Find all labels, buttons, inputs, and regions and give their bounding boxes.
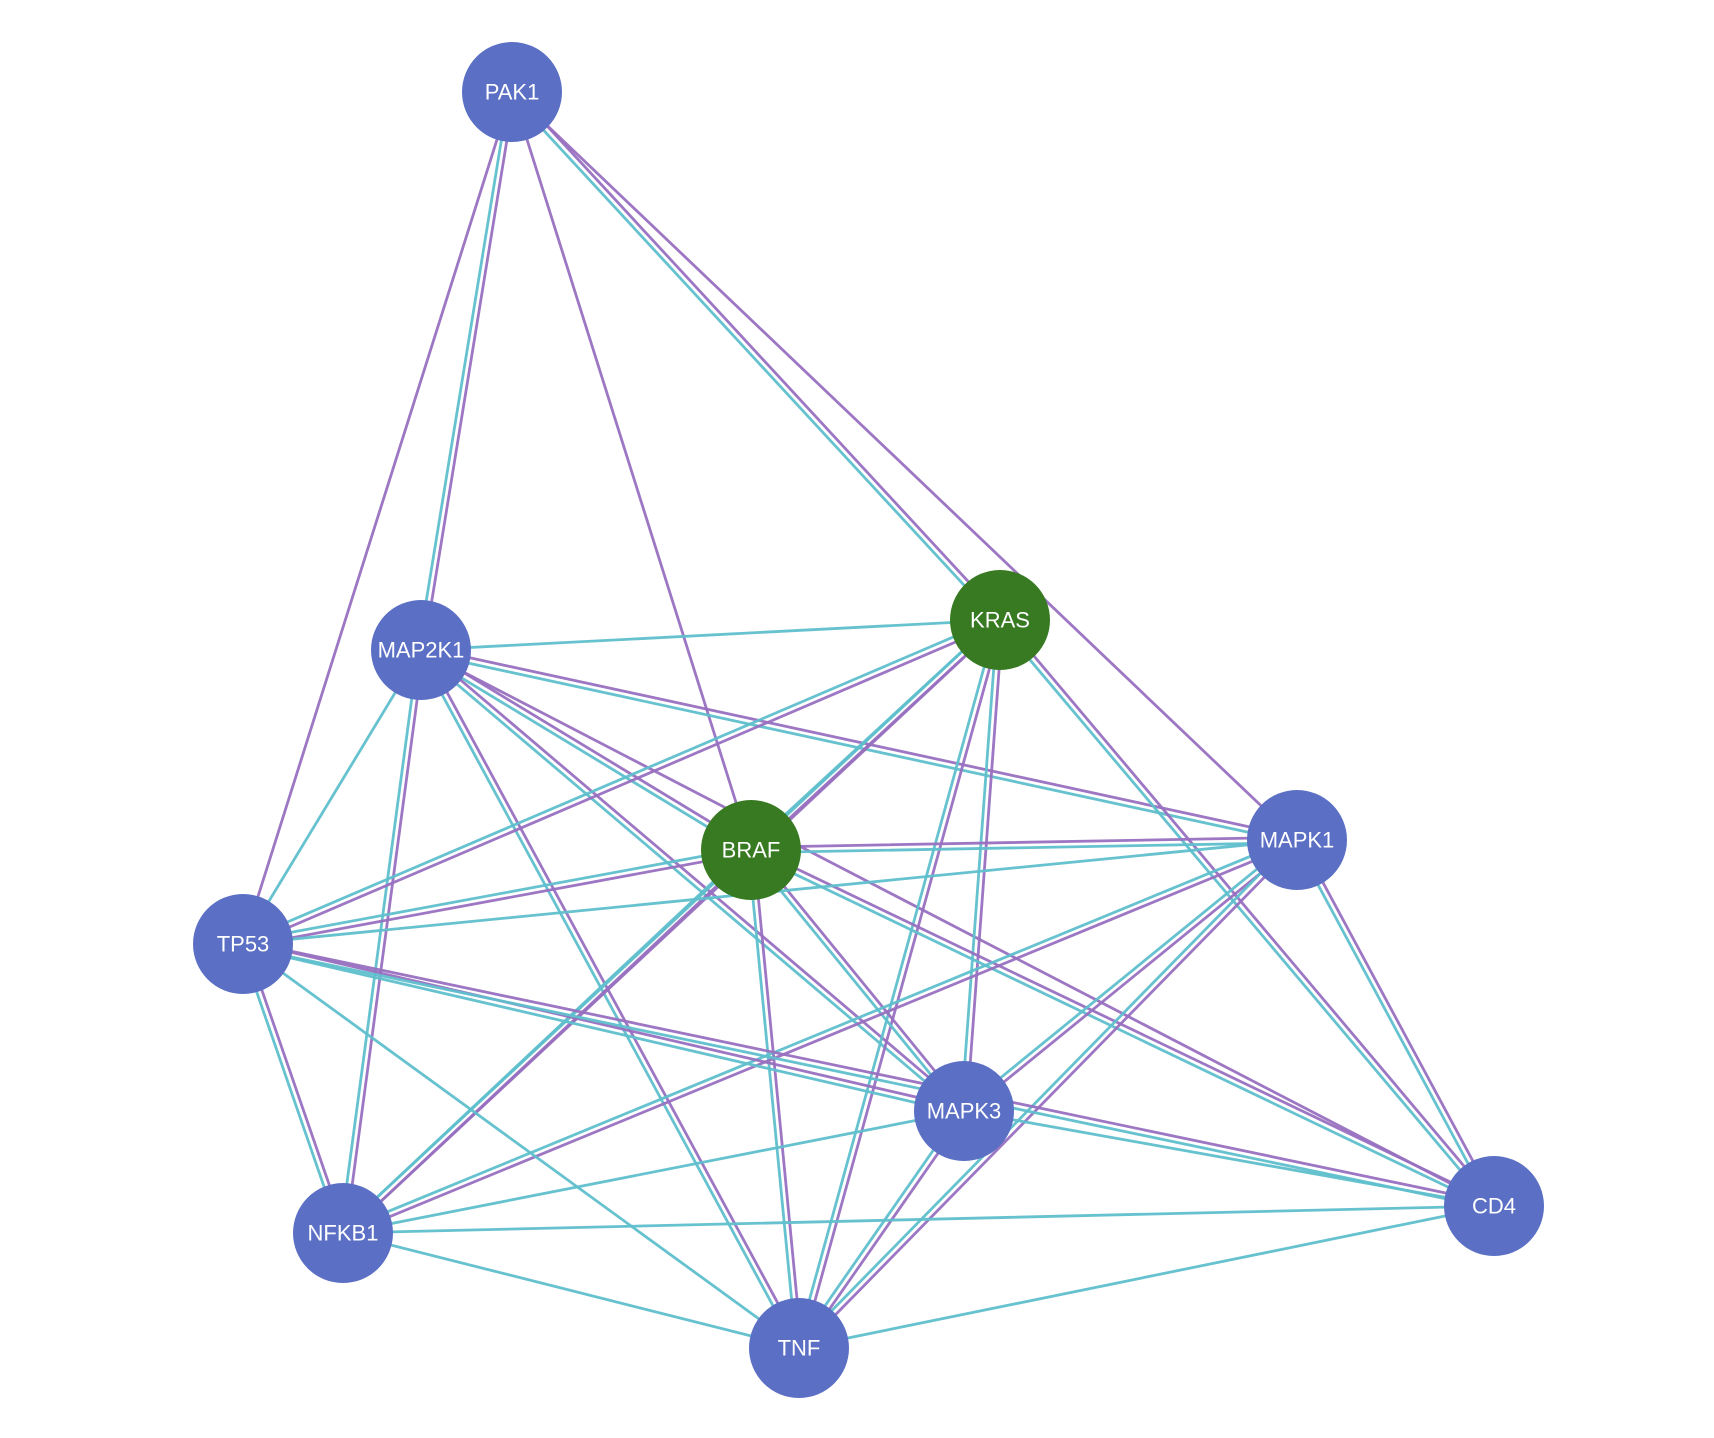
node-circle-tnf[interactable] (749, 1298, 849, 1398)
edge-mapk1-cd4-teal (1293, 839, 1493, 1209)
node-cd4[interactable]: CD4 (1444, 1156, 1544, 1256)
node-nfkb1[interactable]: NFKB1 (293, 1183, 393, 1283)
node-map2k1[interactable]: MAP2K1 (371, 600, 471, 700)
edge-map2k1-cd4-purple (419, 648, 1496, 1208)
edge-map2k1-tnf-teal (417, 649, 798, 1351)
edge-nfkb1-tnf-teal (341, 1231, 801, 1350)
edge-tp53-tnf-teal (241, 942, 801, 1350)
edge-kras-tp53-teal (240, 616, 1001, 943)
edge-kras-mapk3-teal (959, 618, 999, 1113)
node-braf[interactable]: BRAF (701, 800, 801, 900)
node-tp53[interactable]: TP53 (193, 894, 293, 994)
edge-braf-nfkb1-purple (343, 850, 755, 1237)
edge-pak1-tp53-purple (241, 90, 514, 946)
edge-braf-mapk1-purple (749, 835, 1299, 849)
edge-map2k1-mapk3-teal (417, 650, 964, 1115)
edge-mapk1-nfkb1-teal (340, 836, 1298, 1232)
edge-map2k1-nfkb1-purple (344, 649, 426, 1235)
edge-braf-tp53-teal (241, 845, 752, 943)
edge-pak1-map2k1-purple (422, 91, 517, 652)
edge-kras-tp53-purple (242, 621, 1003, 948)
edge-map2k1-kras-teal (419, 618, 1002, 652)
edge-mapk3-cd4-teal (962, 1109, 1496, 1208)
edge-kras-cd4-teal (996, 620, 1494, 1210)
edge-pak1-braf-purple (510, 90, 753, 852)
edge-mapk1-mapk3-purple (964, 840, 1301, 1115)
node-mapk1[interactable]: MAPK1 (1247, 790, 1347, 890)
edge-map2k1-tnf-purple (421, 647, 803, 1349)
edge-map2k1-tp53-teal (241, 648, 423, 946)
node-circle-mapk1[interactable] (1247, 790, 1347, 890)
node-circle-mapk3[interactable] (914, 1061, 1014, 1161)
edge-tp53-cd4-purple (242, 939, 1496, 1205)
edge-braf-cd4-purple (750, 846, 1497, 1205)
edge-layer (238, 88, 1498, 1352)
edge-braf-tnf-purple (752, 848, 804, 1350)
edge-mapk1-tnf-purple (799, 840, 1301, 1352)
edge-map2k1-nfkb1-teal (338, 648, 420, 1234)
edge-braf-tnf-teal (746, 848, 798, 1350)
node-circle-nfkb1[interactable] (293, 1183, 393, 1283)
edge-braf-mapk3-purple (751, 846, 968, 1111)
edge-kras-tnf-purple (800, 619, 1005, 1351)
edge-braf-mapk3-teal (747, 850, 964, 1115)
edge-pak1-kras-teal (508, 92, 1000, 624)
edge-kras-mapk3-purple (965, 618, 1005, 1113)
edge-tp53-mapk3-teal (240, 945, 965, 1116)
edge-braf-tp53-purple (242, 851, 753, 949)
edge-tp53-mapk3-purple (242, 939, 966, 1110)
node-circle-kras[interactable] (950, 570, 1050, 670)
node-circle-tp53[interactable] (193, 894, 293, 994)
edge-braf-nfkb1-teal (339, 846, 751, 1233)
edge-map2k1-braf-purple (420, 646, 754, 849)
node-mapk3[interactable]: MAPK3 (914, 1061, 1014, 1161)
edge-tp53-cd4-teal (240, 945, 1495, 1211)
edge-pak1-map2k1-teal (416, 90, 511, 651)
node-kras[interactable]: KRAS (950, 570, 1050, 670)
edge-tp53-nfkb1-teal (238, 943, 342, 1236)
edge-mapk1-mapk3-teal (960, 836, 1297, 1111)
edge-mapk1-tnf-teal (795, 836, 1297, 1348)
node-pak1[interactable]: PAK1 (462, 42, 562, 142)
node-tnf[interactable]: TNF (749, 1298, 849, 1398)
edge-tnf-cd4-teal (797, 1204, 1496, 1350)
edge-nfkb1-cd4-teal (341, 1204, 1496, 1235)
node-circle-map2k1[interactable] (371, 600, 471, 700)
edge-mapk1-nfkb1-purple (342, 841, 1300, 1237)
edge-map2k1-braf-teal (418, 651, 751, 854)
edge-braf-cd4-teal (748, 851, 1495, 1210)
edge-pak1-mapk1-purple (510, 90, 1299, 842)
node-circle-pak1[interactable] (462, 42, 562, 142)
edge-kras-tnf-teal (794, 617, 999, 1349)
edge-kras-cd4-purple (1000, 616, 1498, 1206)
node-circle-braf[interactable] (701, 800, 801, 900)
edge-pak1-kras-purple (512, 88, 1004, 620)
edge-mapk3-nfkb1-teal (341, 1109, 966, 1235)
edge-braf-mapk1-teal (749, 841, 1299, 855)
edge-map2k1-mapk3-purple (421, 646, 968, 1111)
edge-tp53-nfkb1-purple (244, 941, 348, 1234)
edge-mapk1-cd4-purple (1298, 837, 1498, 1207)
node-circle-cd4[interactable] (1444, 1156, 1544, 1256)
